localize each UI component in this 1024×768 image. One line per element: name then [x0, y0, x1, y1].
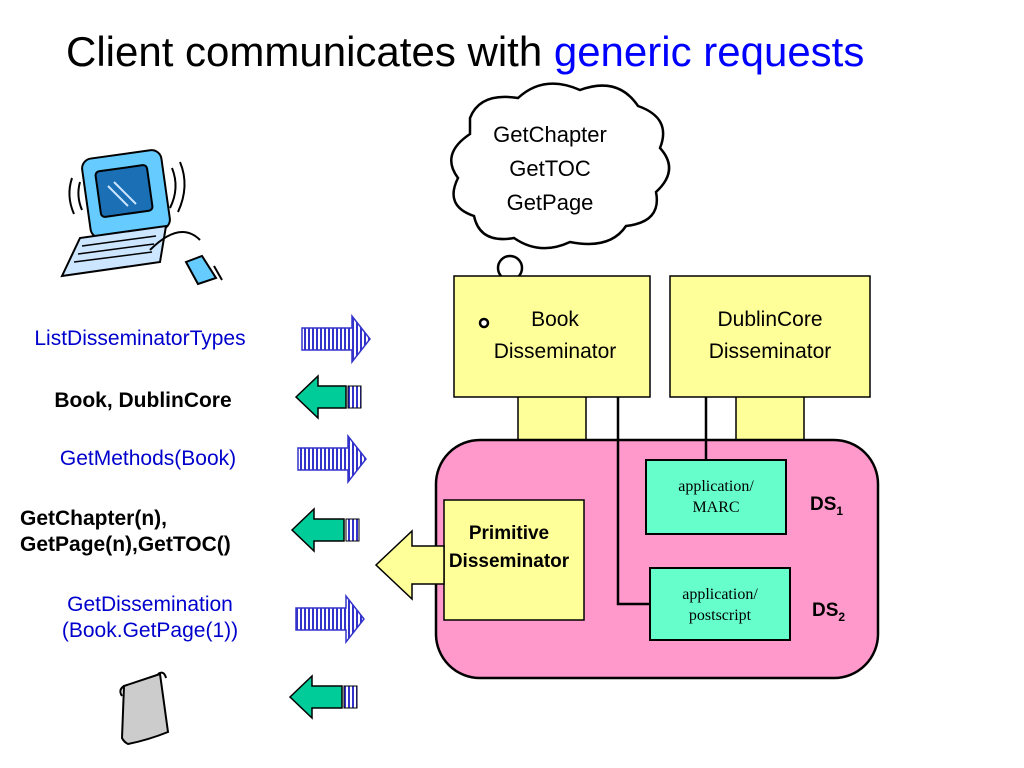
cloud-text: GetChapter GetTOC GetPage — [470, 118, 630, 220]
dublincore-disseminator-label: DublinCore Disseminator — [670, 304, 870, 368]
page-title: Client communicates with generic request… — [66, 28, 864, 76]
postscript-connector — [616, 397, 650, 606]
cloud-line-gettoc: GetTOC — [509, 156, 591, 181]
ds2-label: DS2 — [812, 600, 845, 624]
message-4-line1: GetChapter(n), — [20, 507, 167, 530]
dublincore-disseminator-box — [669, 275, 871, 441]
message-get-methods: GetMethods(Book) — [16, 446, 280, 472]
ds1-sub: 1 — [836, 503, 844, 518]
book-label-line2: Disseminator — [493, 340, 617, 363]
primitive-label-line1: Primitive — [468, 523, 550, 544]
request-arrow-2 — [297, 433, 367, 485]
ds2-sub: 2 — [838, 609, 846, 624]
computer-icon — [60, 149, 223, 286]
message-5-line2: (Book.GetPage(1)) — [61, 619, 239, 642]
primitive-disseminator-label: Primitive Disseminator — [434, 520, 584, 576]
app-marc-box — [645, 459, 787, 535]
cloud-line-getchapter: GetChapter — [493, 122, 607, 147]
message-1-line1: ListDisseminatorTypes — [34, 327, 246, 350]
message-get-dissemination: GetDissemination (Book.GetPage(1)) — [20, 592, 280, 644]
book-disseminator-label: Book Disseminator — [470, 304, 640, 368]
ds2-base: DS — [812, 600, 839, 621]
request-arrow-3 — [295, 593, 365, 645]
message-book-dublincore: Book, DublinCore — [8, 388, 278, 414]
response-arrow-3 — [288, 674, 358, 720]
dublincore-label-line1: DublinCore — [717, 308, 823, 331]
primitive-disseminator-box — [443, 499, 585, 621]
response-arrow-1 — [294, 374, 362, 420]
message-4-line2: GetPage(n),GetTOC() — [20, 533, 231, 556]
ds1-label: DS1 — [810, 494, 843, 518]
title-prefix: Client communicates with — [66, 28, 554, 75]
message-3-line1: GetMethods(Book) — [59, 447, 237, 470]
ds1-base: DS — [810, 494, 837, 515]
message-2-line1: Book, DublinCore — [54, 389, 232, 412]
app-marc-label: application/ MARC — [646, 476, 786, 518]
dublincore-label-line2: Disseminator — [708, 340, 832, 363]
marc-label-line1: application/ — [678, 478, 754, 495]
primitive-arrow — [374, 529, 445, 601]
title-highlight: generic requests — [553, 28, 865, 75]
message-list-disseminator-types: ListDisseminatorTypes — [0, 326, 280, 352]
message-get-chapter: GetChapter(n), GetPage(n),GetTOC() — [20, 506, 290, 558]
postscript-label-line2: postscript — [688, 607, 752, 624]
marc-label-line2: MARC — [692, 499, 740, 516]
response-arrow-2 — [290, 507, 360, 553]
book-label-line1: Book — [531, 308, 579, 331]
primitive-label-line2: Disseminator — [448, 551, 570, 572]
message-5-line1: GetDissemination — [67, 593, 233, 616]
app-postscript-box — [649, 567, 791, 641]
request-arrow-1 — [301, 313, 371, 365]
book-disseminator-box — [453, 275, 651, 441]
app-postscript-label: application/ postscript — [650, 584, 790, 626]
postscript-label-line1: application/ — [682, 586, 758, 603]
cloud-line-getpage: GetPage — [506, 190, 594, 215]
document-icon — [119, 671, 170, 746]
